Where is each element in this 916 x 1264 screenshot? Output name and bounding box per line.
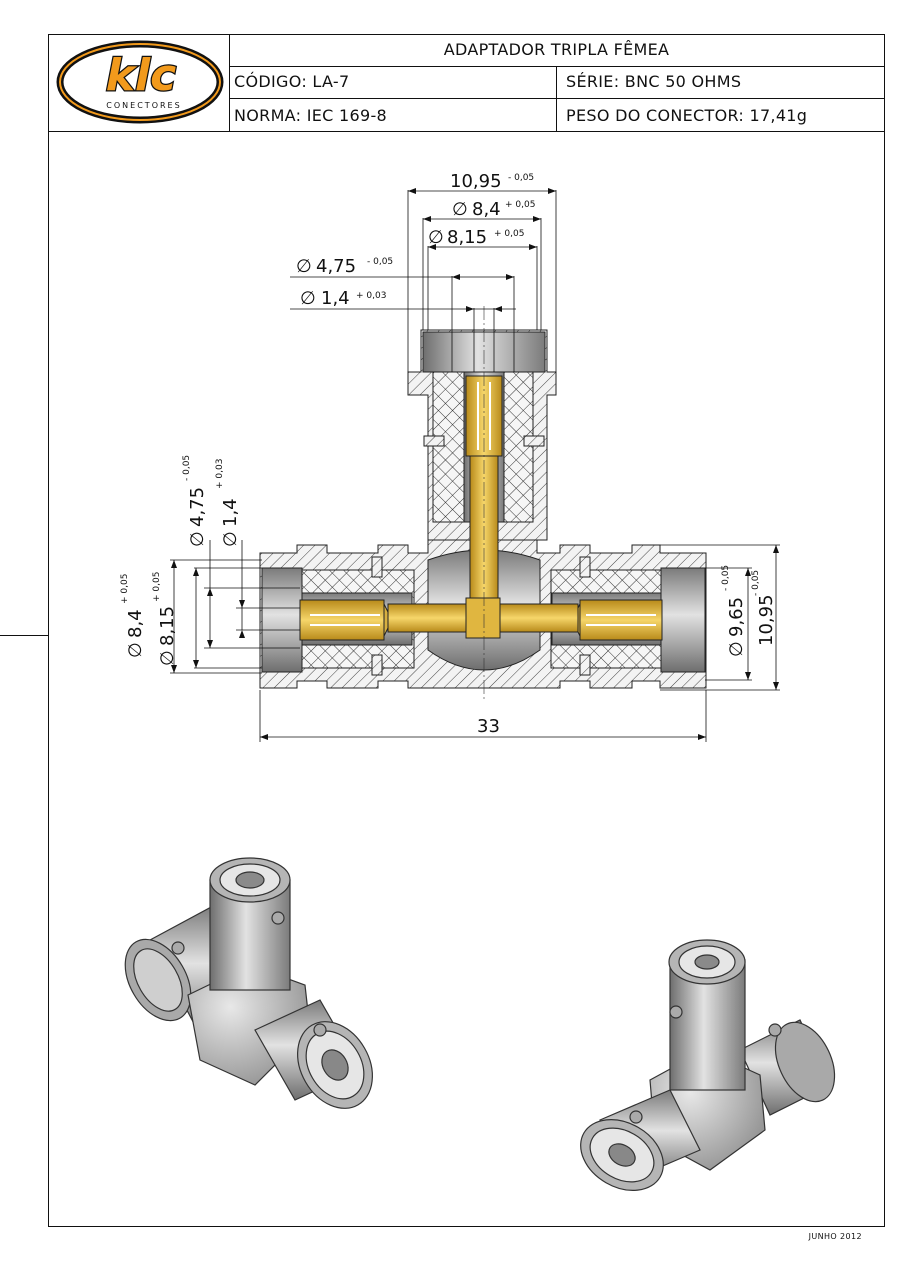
dim-right-1095: 10,95 — [756, 594, 777, 646]
pin-junction — [465, 597, 501, 639]
svg-text:- 0,05: - 0,05 — [751, 570, 761, 596]
dimension-texts: 10,95 - 0,05 ∅ 8,4 + 0,05 ∅ 8,15 + 0,05 … — [120, 171, 777, 737]
klc-logo: klc CONECTORES — [56, 40, 224, 124]
dim-right-dia-965: 9,65 — [726, 597, 747, 637]
dim-left-dia-14: 1,4 — [220, 498, 241, 527]
svg-text:+ 0,03: + 0,03 — [215, 459, 225, 489]
logo-cell: klc CONECTORES — [48, 34, 230, 132]
logo-brand: klc — [106, 50, 176, 101]
right-contact — [579, 599, 663, 641]
dim-left-dia-815: 8,15 — [157, 606, 178, 646]
left-contact — [299, 599, 385, 641]
dim-dia-14: 1,4 — [321, 288, 350, 309]
iso-view-right — [580, 939, 836, 1191]
svg-text:- 0,05: - 0,05 — [367, 257, 393, 267]
svg-text:∅: ∅ — [452, 199, 468, 220]
drawing-sheet — [48, 34, 885, 1227]
left-bore — [261, 567, 303, 673]
dim-top-dia2: 8,15 — [447, 227, 487, 248]
svg-text:∅: ∅ — [300, 288, 316, 309]
svg-text:+ 0,03: + 0,03 — [356, 291, 386, 301]
svg-text:∅: ∅ — [125, 642, 146, 658]
svg-text:∅: ∅ — [428, 227, 444, 248]
logo-tagline: CONECTORES — [106, 101, 181, 110]
dim-left-dia-475: 4,75 — [187, 487, 208, 527]
title-row: ADAPTADOR TRIPLA FÊMEA — [229, 34, 885, 67]
dimension-arrows — [171, 188, 779, 740]
code-text: CÓDIGO: LA-7 — [234, 72, 350, 91]
svg-text:∅: ∅ — [296, 256, 312, 277]
dim-top-dia1: 8,4 — [472, 199, 501, 220]
dim-top-width: 10,95 — [450, 171, 502, 192]
weight-cell: PESO DO CONECTOR: 17,41g — [556, 98, 885, 132]
dim-left-dia-84: 8,4 — [125, 609, 146, 638]
series-cell: SÉRIE: BNC 50 OHMS — [556, 66, 885, 99]
svg-text:- 0,05: - 0,05 — [721, 565, 731, 591]
svg-text:+ 0,05: + 0,05 — [120, 574, 130, 604]
svg-text:- 0,05: - 0,05 — [508, 173, 534, 183]
svg-text:∅: ∅ — [187, 531, 208, 547]
standard-cell: NORMA: IEC 169-8 — [229, 98, 557, 132]
code-cell: CÓDIGO: LA-7 — [229, 66, 557, 99]
svg-text:+ 0,05: + 0,05 — [505, 200, 535, 210]
svg-text:+ 0,05: + 0,05 — [494, 229, 524, 239]
right-bore — [660, 567, 706, 673]
series-text: SÉRIE: BNC 50 OHMS — [566, 72, 742, 91]
drawing-title: ADAPTADOR TRIPLA FÊMEA — [443, 40, 670, 59]
dim-overall-length: 33 — [477, 716, 500, 737]
svg-text:- 0,05: - 0,05 — [182, 455, 192, 481]
drawing-date: JUNHO 2012 — [808, 1232, 862, 1241]
standard-text: NORMA: IEC 169-8 — [234, 106, 388, 125]
dimension-lines — [170, 190, 780, 742]
iso-view-left — [124, 857, 373, 1109]
binding-mark — [0, 635, 48, 636]
dim-dia-475: 4,75 — [316, 256, 356, 277]
svg-text:∅: ∅ — [157, 650, 178, 666]
svg-text:∅: ∅ — [726, 641, 747, 657]
weight-text: PESO DO CONECTOR: 17,41g — [566, 106, 808, 125]
svg-text:+ 0,05: + 0,05 — [152, 572, 162, 602]
section-view — [259, 306, 707, 700]
svg-text:∅: ∅ — [220, 531, 241, 547]
